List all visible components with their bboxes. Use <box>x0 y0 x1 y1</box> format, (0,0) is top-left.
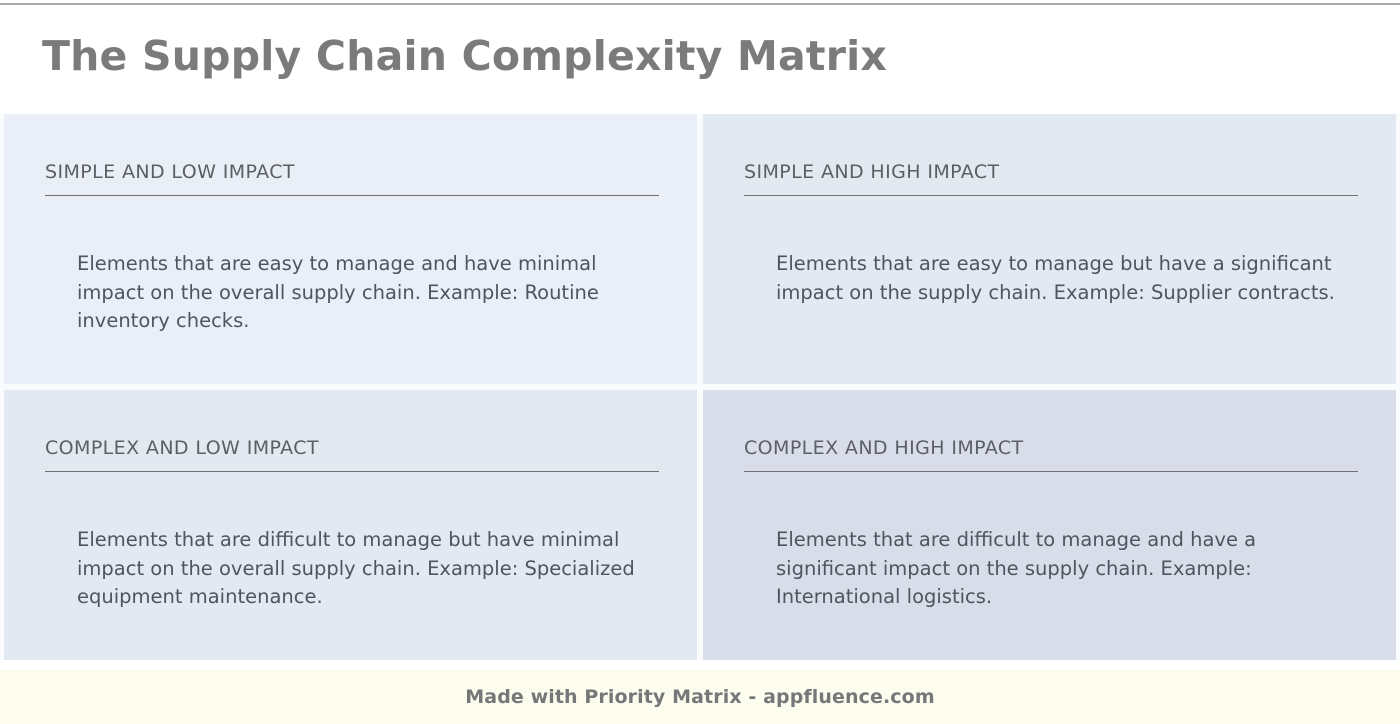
quadrant-body: Elements that are easy to manage but hav… <box>776 251 1335 304</box>
quadrant-title: COMPLEX AND LOW IMPACT <box>45 437 319 459</box>
quadrant-title: COMPLEX AND HIGH IMPACT <box>744 437 1024 459</box>
footer-attribution[interactable]: Made with Priority Matrix - appfluence.c… <box>465 686 935 708</box>
quadrant-body: Elements that are difficult to manage bu… <box>77 527 635 609</box>
quadrant-title: SIMPLE AND HIGH IMPACT <box>744 161 1000 183</box>
quadrant-body: Elements that are easy to manage and hav… <box>77 251 599 333</box>
quadrant-title-rule <box>744 470 1358 472</box>
page-title: The Supply Chain Complexity Matrix <box>42 32 888 81</box>
quadrant-title-rule <box>45 470 659 472</box>
quadrant-body: Elements that are difficult to manage an… <box>776 527 1257 609</box>
footer-spacer <box>0 660 1400 670</box>
quadrant-title: SIMPLE AND LOW IMPACT <box>45 161 295 183</box>
top-divider <box>0 3 1400 5</box>
quadrant-title-rule <box>744 194 1358 196</box>
quadrant-title-rule <box>45 194 659 196</box>
quadrant-complex-low-impact[interactable]: COMPLEX AND LOW IMPACT Elements that are… <box>4 390 697 660</box>
quadrant-simple-high-impact[interactable]: SIMPLE AND HIGH IMPACT Elements that are… <box>703 114 1396 384</box>
page-header: The Supply Chain Complexity Matrix <box>0 0 1400 114</box>
quadrant-simple-low-impact[interactable]: SIMPLE AND LOW IMPACT Elements that are … <box>4 114 697 384</box>
quadrant-complex-high-impact[interactable]: COMPLEX AND HIGH IMPACT Elements that ar… <box>703 390 1396 660</box>
page-footer: Made with Priority Matrix - appfluence.c… <box>0 670 1400 724</box>
quadrant-grid: SIMPLE AND LOW IMPACT Elements that are … <box>0 114 1400 660</box>
